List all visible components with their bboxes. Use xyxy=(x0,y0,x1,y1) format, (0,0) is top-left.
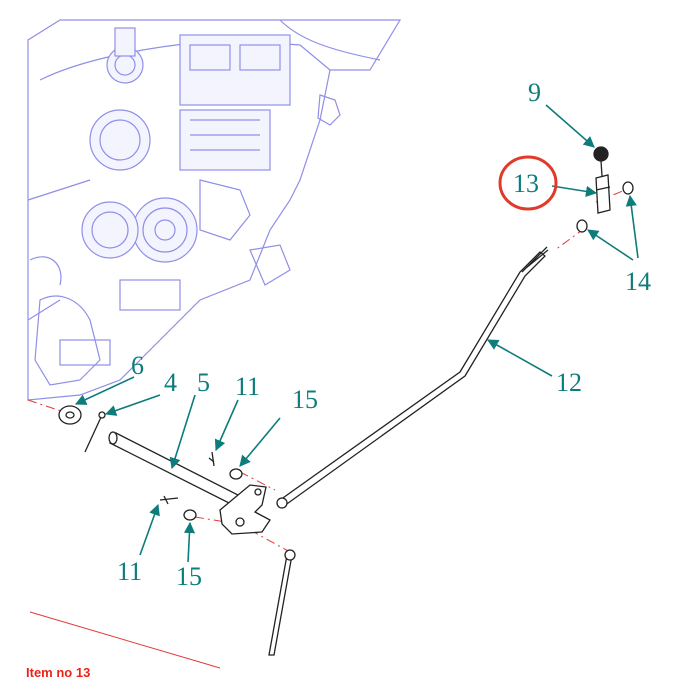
lever-bracket xyxy=(219,484,271,535)
pin-item-4 xyxy=(84,414,103,453)
nut-item-14-lower xyxy=(576,219,588,233)
lower-rod xyxy=(268,554,293,656)
rod-item-12 xyxy=(279,251,546,507)
callout-labels: 9 13 14 12 6 4 5 11 15 11 15 xyxy=(117,78,651,591)
washer-upper xyxy=(229,468,243,480)
callout-14: 14 xyxy=(625,267,651,296)
washer-lower xyxy=(183,509,197,521)
engine-illustration xyxy=(27,19,402,401)
callout-9: 9 xyxy=(528,78,541,107)
split-pin-lower xyxy=(159,495,179,505)
adjuster-block-item-13 xyxy=(595,174,611,214)
callout-15-upper: 15 xyxy=(292,385,318,414)
item-caption: Item no 13 xyxy=(26,665,91,680)
nut-item-9 xyxy=(593,146,609,162)
callout-11-lower: 11 xyxy=(117,557,142,586)
callout-11-upper: 11 xyxy=(235,372,260,401)
nut-item-14-upper xyxy=(622,181,634,195)
callout-4: 4 xyxy=(164,368,177,397)
callout-13: 13 xyxy=(513,169,539,198)
callout-6: 6 xyxy=(131,351,144,380)
callout-15-lower: 15 xyxy=(176,562,202,591)
callout-12: 12 xyxy=(556,368,582,397)
highlight-circle xyxy=(498,155,558,211)
leader-lines xyxy=(74,104,639,563)
split-pin-upper xyxy=(208,451,215,467)
callout-5: 5 xyxy=(197,368,210,397)
